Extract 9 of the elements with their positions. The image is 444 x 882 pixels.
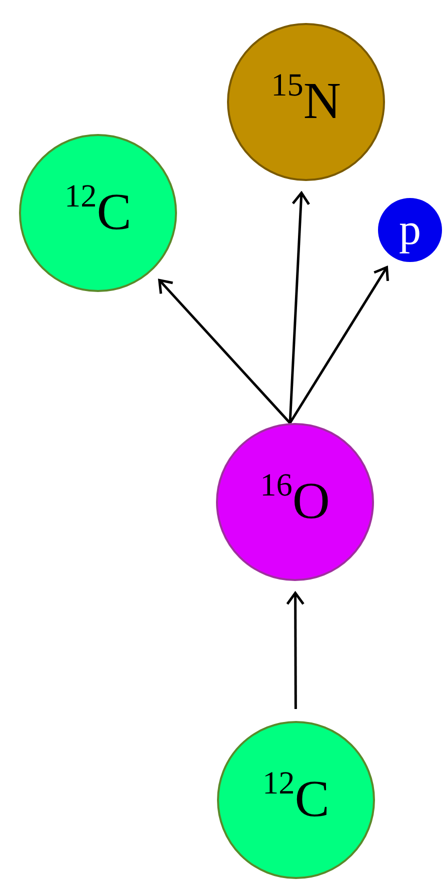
nucleus-label: $^{15}$N: [271, 76, 341, 128]
nucleus-label: $^{12}$C: [262, 774, 330, 826]
nucleus-label: p: [399, 208, 421, 252]
nucleus-label: $^{16}$O: [260, 476, 330, 528]
arrow: [288, 192, 310, 424]
arrow: [286, 592, 305, 709]
arrow: [158, 278, 291, 424]
arrow: [288, 266, 389, 424]
nucleus-label: $^{12}$C: [64, 187, 132, 239]
